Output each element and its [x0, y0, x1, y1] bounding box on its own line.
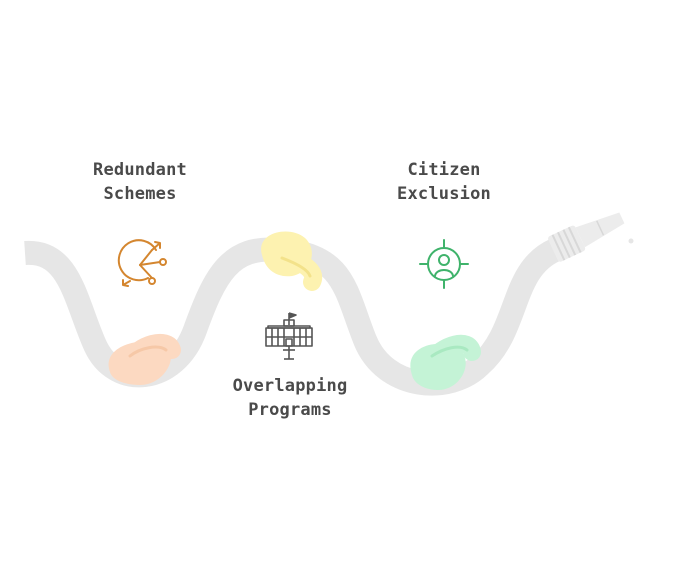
- step-label-redundant-schemes: Redundant Schemes: [70, 158, 210, 206]
- knot-overlapping-programs: [261, 231, 323, 291]
- government-building-icon: [265, 312, 313, 360]
- water-drop: [628, 238, 634, 244]
- step-label-line2: Programs: [248, 400, 332, 420]
- branching-arrows-icon: [117, 239, 167, 287]
- step-label-line1: Citizen: [407, 160, 481, 180]
- step-label-line2: Schemes: [103, 184, 177, 204]
- step-label-line1: Overlapping: [232, 376, 348, 396]
- step-label-citizen-exclusion: Citizen Exclusion: [374, 158, 514, 206]
- step-label-overlapping-programs: Overlapping Programs: [215, 374, 365, 422]
- knot-redundant-schemes: [108, 333, 181, 385]
- hose-nozzle: [548, 212, 625, 262]
- step-label-line2: Exclusion: [397, 184, 491, 204]
- step-label-line1: Redundant: [93, 160, 187, 180]
- knot-citizen-exclusion: [410, 334, 481, 390]
- person-target-icon: [419, 239, 469, 289]
